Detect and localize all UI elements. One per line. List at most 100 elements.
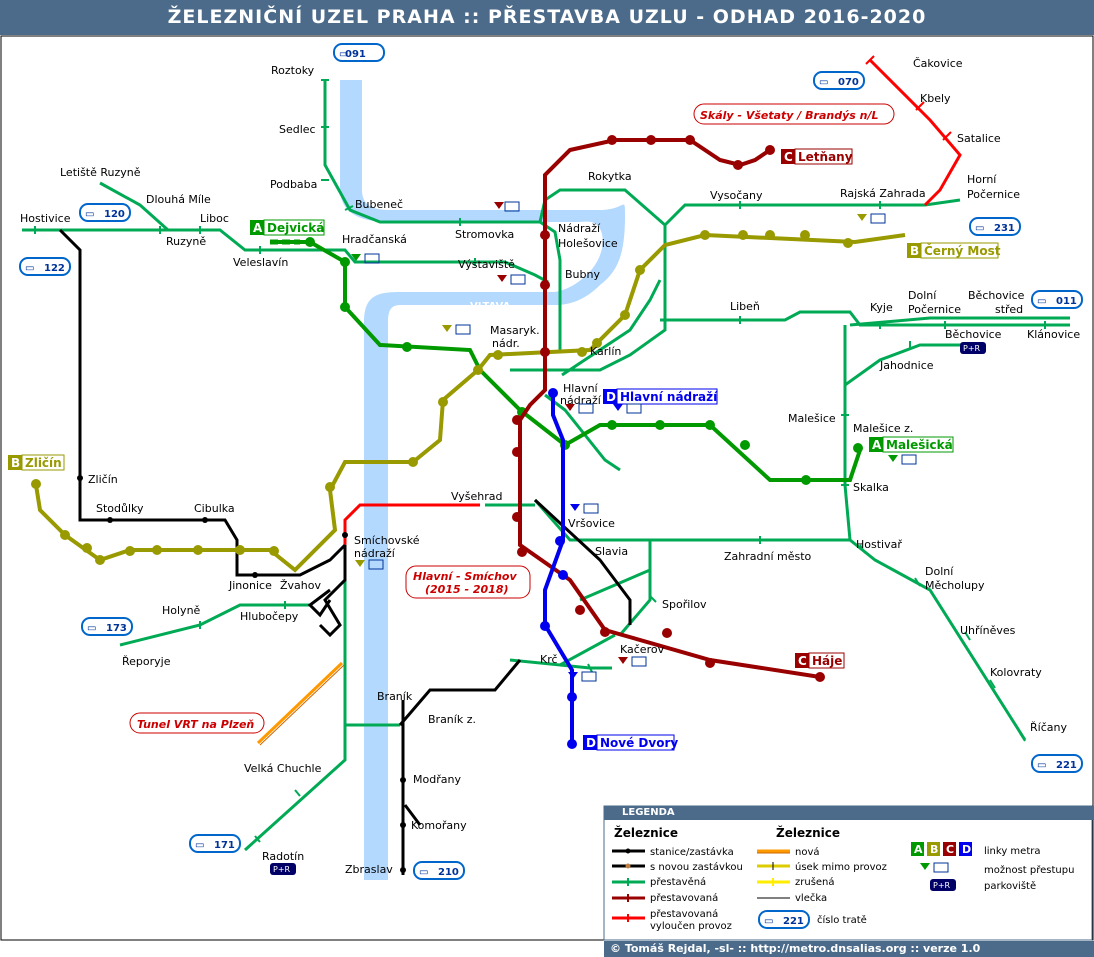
svg-text:B: B <box>11 456 20 470</box>
notes: Skály - Všetaty / Brandýs n/L Hlavní - S… <box>129 103 895 734</box>
svg-text:Dejvická: Dejvická <box>267 221 324 235</box>
transfer-icon <box>888 454 917 465</box>
svg-text:173: 173 <box>106 623 127 634</box>
transfer-icon <box>570 503 599 514</box>
svg-text:číslo tratě: číslo tratě <box>817 914 867 926</box>
svg-text:▭: ▭ <box>85 209 94 220</box>
label-satalice: Satalice <box>957 132 1001 145</box>
svg-text:parkoviště: parkoviště <box>984 880 1036 892</box>
transfer-icon <box>442 324 471 335</box>
transfer-icons <box>351 201 917 682</box>
svg-text:231: 231 <box>994 223 1015 234</box>
transfer-icon <box>494 201 520 212</box>
note-hlavni-smichov-years: (2015 - 2018) <box>425 583 509 596</box>
terminus-malesicka: A Malešická <box>869 436 954 453</box>
legend-title: LEGENDA <box>604 806 1094 820</box>
label-podbaba: Podbaba <box>270 178 317 191</box>
svg-text:091: 091 <box>345 49 366 60</box>
svg-text:Zličín: Zličín <box>25 456 62 470</box>
legend-heading-1: Železnice <box>614 825 678 840</box>
label-nadrazi-holesovice-2: Holešovice <box>558 237 618 250</box>
route-box-221: ▭221 <box>1031 754 1083 773</box>
svg-text:▭: ▭ <box>195 840 204 851</box>
park-and-ride-badges: P+R P+R <box>270 342 986 875</box>
svg-text:C: C <box>784 150 793 164</box>
metro-line-a <box>270 240 862 482</box>
route-box-122: ▭122 <box>19 257 71 276</box>
label-vrsovice: Vršovice <box>568 517 615 530</box>
label-ricany: Říčany <box>1030 721 1067 734</box>
svg-text:▭: ▭ <box>1037 760 1046 771</box>
label-velka-chuchle: Velká Chuchle <box>244 762 322 775</box>
label-kolovraty: Kolovraty <box>990 666 1042 679</box>
page-title: ŽELEZNIČNÍ UZEL PRAHA :: PŘESTAVBA UZLU … <box>0 0 1094 35</box>
transfer-icon <box>565 403 594 414</box>
svg-text:Letňany: Letňany <box>798 150 853 164</box>
label-cibulka: Cibulka <box>194 502 235 515</box>
transfer-icon <box>568 671 597 682</box>
svg-text:▭: ▭ <box>819 77 828 88</box>
svg-text:Hlavní nádraží: Hlavní nádraží <box>620 390 718 404</box>
label-kbely: Kbely <box>920 92 951 105</box>
svg-text:B: B <box>910 244 919 258</box>
route-box-091: 091▭ <box>333 43 385 62</box>
label-veleslavin: Veleslavín <box>233 256 288 269</box>
svg-text:D: D <box>606 390 616 404</box>
label-zvahov: Žvahov <box>280 579 321 592</box>
green-station-ticks <box>34 79 1046 843</box>
svg-text:070: 070 <box>838 77 859 88</box>
metro-termini: A Dejvická B Černý Most C Letňany D Hlav… <box>8 148 1001 751</box>
label-bechovice-stred-1: Běchovice <box>968 289 1025 302</box>
label-malesice-z: Malešice z. <box>853 422 913 435</box>
label-rokytka: Rokytka <box>588 170 632 183</box>
label-smichovske-2: nádraží <box>354 547 396 560</box>
svg-text:P+R: P+R <box>273 865 291 874</box>
route-number-boxes: 091▭ ▭070 ▭120 ▭122 ▭231 ▭011 ▭173 ▭171 … <box>19 43 1083 880</box>
svg-text:▭: ▭ <box>419 867 428 878</box>
svg-text:C: C <box>798 654 807 668</box>
label-vysocany: Vysočany <box>710 189 763 202</box>
label-branik: Braník <box>377 690 413 703</box>
label-dlouha-mile: Dlouhá Míle <box>146 193 211 206</box>
route-box-171: ▭171 <box>189 834 241 853</box>
svg-text:P+R: P+R <box>963 344 981 353</box>
label-stodulky: Stodůlky <box>96 502 144 515</box>
svg-text:Černý Most: Černý Most <box>924 243 1001 258</box>
label-masaryk-1: Masaryk. <box>490 324 540 337</box>
svg-text:122: 122 <box>44 263 65 274</box>
label-reporyje: Řeporyje <box>122 655 171 668</box>
label-hradcanska: Hradčanská <box>342 233 407 246</box>
black-stations <box>77 475 406 873</box>
svg-text:možnost přestupu: možnost přestupu <box>984 864 1074 876</box>
svg-text:▭: ▭ <box>339 49 348 60</box>
map-border <box>0 35 1094 941</box>
label-karlin: Karlín <box>590 345 621 358</box>
svg-text:nová: nová <box>795 846 820 858</box>
terminus-haje: C Háje <box>795 652 845 669</box>
label-skalka: Skalka <box>853 481 889 494</box>
note-hlavni-smichov: Hlavní - Smíchov <box>413 570 517 583</box>
label-masaryk-2: nádr. <box>492 337 520 350</box>
terminus-zlicin: B Zličín <box>8 454 65 471</box>
svg-text:vyloučen provoz: vyloučen provoz <box>650 920 732 932</box>
svg-text:C: C <box>946 843 954 856</box>
label-nadrazi-holesovice-1: Nádraží <box>558 222 601 235</box>
svg-text:zrušená: zrušená <box>795 876 835 888</box>
route-box-070: ▭ 070 <box>813 71 865 90</box>
terminus-hlavni-nadrazi: D Hlavní nádraží <box>603 388 718 405</box>
svg-text:vlečka: vlečka <box>795 892 827 904</box>
svg-text:A: A <box>914 843 923 856</box>
route-box-173: ▭173 <box>81 617 133 636</box>
red-ticks <box>865 55 952 141</box>
label-malesice: Malešice <box>788 412 836 425</box>
label-dolni-pocernice-2: Počernice <box>908 303 961 316</box>
svg-text:210: 210 <box>438 867 459 878</box>
label-hostivar: Hostivař <box>856 538 902 551</box>
route-box-210: ▭ 210 <box>413 861 465 880</box>
legend-metro-letters: A B C D <box>911 842 972 856</box>
label-bechovice: Běchovice <box>945 328 1002 341</box>
label-letiste: Letiště Ruzyně <box>60 166 141 179</box>
label-ruzyne: Ruzyně <box>166 235 206 248</box>
label-modrany: Modřany <box>413 773 461 786</box>
